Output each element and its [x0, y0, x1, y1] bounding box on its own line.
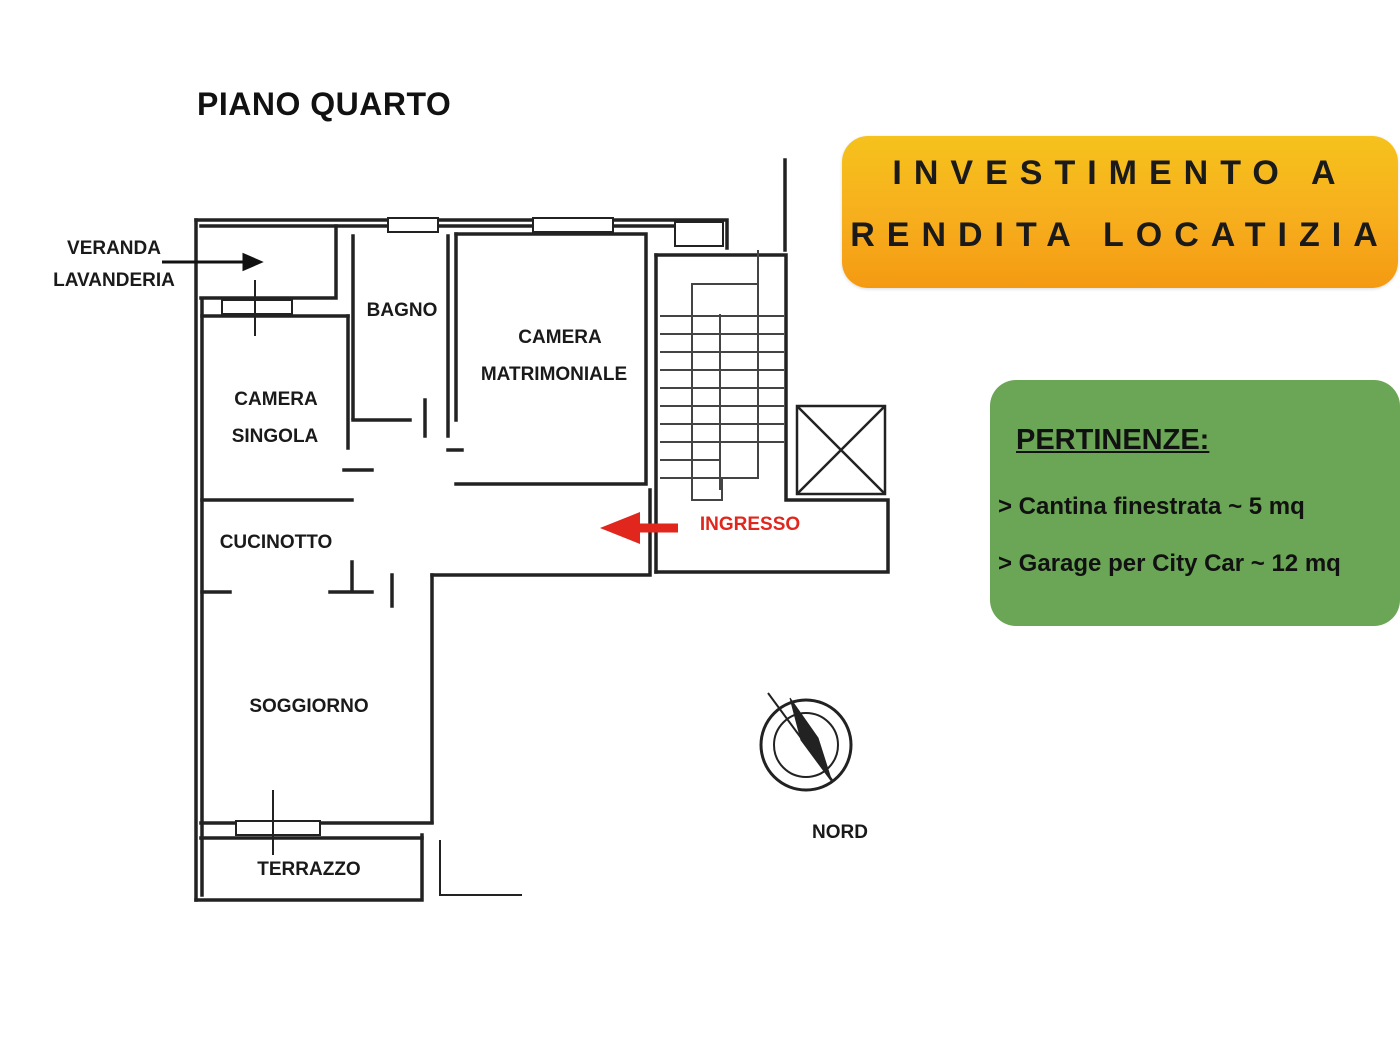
- window-soggiorno: [235, 820, 321, 836]
- investment-line-1: INVESTIMENTO A: [892, 154, 1348, 192]
- investment-banner: INVESTIMENTO A RENDITA LOCATIZIA: [842, 136, 1398, 288]
- north-compass-icon: [759, 692, 853, 792]
- veranda-wall: [199, 224, 338, 300]
- pertinenze-item-cantina: > Cantina finestrata ~ 5 mq: [998, 493, 1305, 520]
- elevator-shaft: [795, 404, 887, 496]
- elevator-cross: [796, 405, 886, 495]
- label-veranda: VERANDA: [67, 238, 161, 259]
- lower-corridor-wall: [430, 488, 652, 577]
- camera-matrimoniale-wall: [454, 232, 648, 486]
- entry-arrow-head: [600, 512, 640, 544]
- label-camera-matrimoniale-1: CAMERA: [518, 327, 602, 348]
- veranda-arrow-head: [242, 252, 264, 272]
- label-terrazzo: TERRAZZO: [257, 859, 361, 880]
- terrazzo-outline: [439, 840, 522, 896]
- label-nord: NORD: [812, 822, 868, 843]
- window-bagno: [387, 217, 439, 233]
- label-bagno: BAGNO: [366, 300, 438, 321]
- label-cucinotto: CUCINOTTO: [219, 532, 333, 553]
- pertinenze-heading: PERTINENZE:: [1016, 424, 1210, 456]
- label-camera-singola-1: CAMERA: [234, 389, 318, 410]
- window-stair-top: [674, 221, 724, 247]
- label-camera-matrimoniale-2: MATRIMONIALE: [480, 364, 628, 385]
- window-singola: [221, 299, 293, 315]
- window-camera: [532, 217, 614, 233]
- label-soggiorno: SOGGIORNO: [249, 696, 369, 717]
- pertinenze-item-garage: > Garage per City Car ~ 12 mq: [998, 550, 1341, 577]
- investment-line-2: RENDITA LOCATIZIA: [850, 216, 1390, 254]
- stair-outer: [654, 253, 890, 574]
- label-lavanderia: LAVANDERIA: [53, 270, 175, 291]
- exterior-wall-top: [194, 218, 729, 250]
- pertinenze-panel: PERTINENZE: > Cantina finestrata ~ 5 mq …: [990, 380, 1400, 626]
- plan-title: PIANO QUARTO: [197, 86, 452, 122]
- stair-treads: [660, 315, 784, 479]
- exterior-wall-bottom: [194, 833, 424, 902]
- label-camera-singola-2: SINGOLA: [231, 426, 319, 447]
- label-ingresso: INGRESSO: [699, 514, 801, 535]
